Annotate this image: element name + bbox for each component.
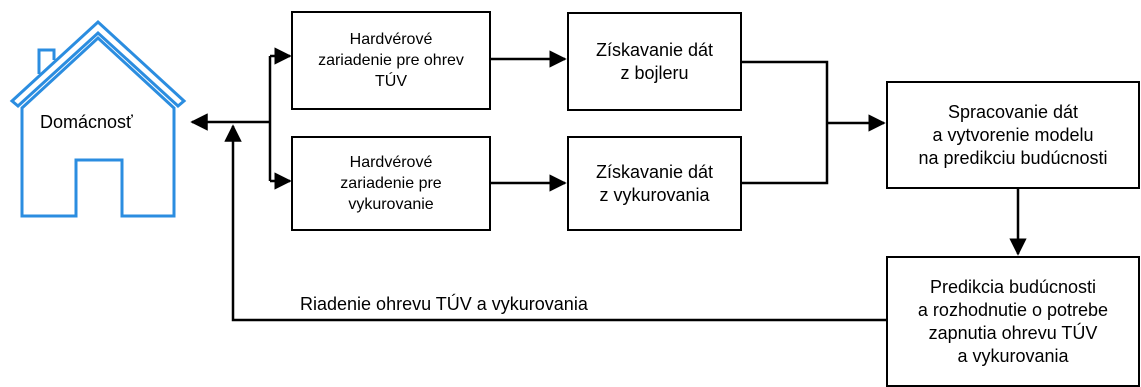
edge-prediction-to-home	[224, 124, 886, 322]
node-hw-water-label: Hardvérové zariadenie pre ohrev TÚV	[318, 31, 464, 90]
node-processing: Spracovanie dát a vytvorenie modelu na p…	[886, 81, 1140, 189]
node-data-boiler-label: Získavanie dát z bojleru	[595, 39, 714, 83]
house-icon	[9, 19, 187, 218]
node-hw-heating-label: Hardvérové zariadenie pre vykurovanie	[340, 154, 442, 213]
node-hw-water: Hardvérové zariadenie pre ohrev TÚV	[291, 11, 491, 110]
edge-control-label: Riadenie ohrevu TÚV a vykurovania	[300, 294, 588, 314]
node-hw-heating: Hardvérové zariadenie pre vykurovanie	[291, 136, 491, 231]
edge-boiler-merge	[742, 60, 829, 185]
node-processing-label: Spracovanie dát a vytvorenie modelu na p…	[918, 101, 1108, 168]
node-data-boiler: Získavanie dát z bojleru	[567, 12, 742, 111]
node-data-heating: Získavanie dát z vykurovania	[567, 136, 742, 231]
node-home-label: Domácnosť	[40, 112, 133, 132]
node-data-heating-label: Získavanie dát z vykurovania	[595, 161, 714, 205]
node-prediction: Predikcia budúcnosti a rozhodnutie o pot…	[886, 256, 1140, 387]
node-prediction-label: Predikcia budúcnosti a rozhodnutie o pot…	[917, 276, 1109, 366]
